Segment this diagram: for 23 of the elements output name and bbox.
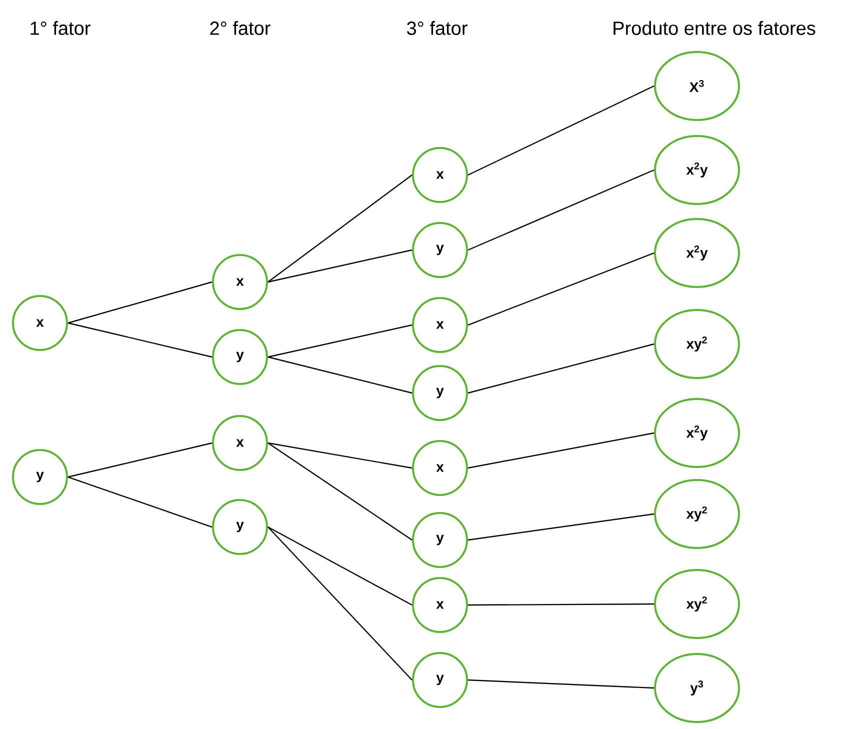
column-heading: 1° fator bbox=[30, 21, 90, 35]
connector-line bbox=[68, 322, 212, 358]
connector-line bbox=[68, 476, 212, 528]
connector-line bbox=[268, 356, 412, 394]
connector-line bbox=[268, 526, 412, 606]
connector-line bbox=[268, 442, 412, 469]
connector-line bbox=[468, 513, 654, 541]
connector-line bbox=[68, 281, 212, 324]
connector-line bbox=[268, 526, 412, 680]
column-heading: 3° fator bbox=[407, 21, 468, 35]
column-heading: 2° fator bbox=[210, 21, 270, 35]
connector-line bbox=[468, 679, 654, 689]
connector-line bbox=[468, 252, 654, 326]
connector-line bbox=[468, 85, 654, 176]
connector-line bbox=[468, 432, 654, 469]
connector-line bbox=[268, 442, 412, 540]
connector-line bbox=[468, 343, 654, 394]
connector-line bbox=[268, 324, 412, 358]
connector-line bbox=[468, 169, 654, 251]
connector-line bbox=[68, 442, 212, 478]
connector-line bbox=[268, 174, 412, 282]
connector-line bbox=[468, 603, 654, 606]
connector-line bbox=[268, 249, 412, 283]
